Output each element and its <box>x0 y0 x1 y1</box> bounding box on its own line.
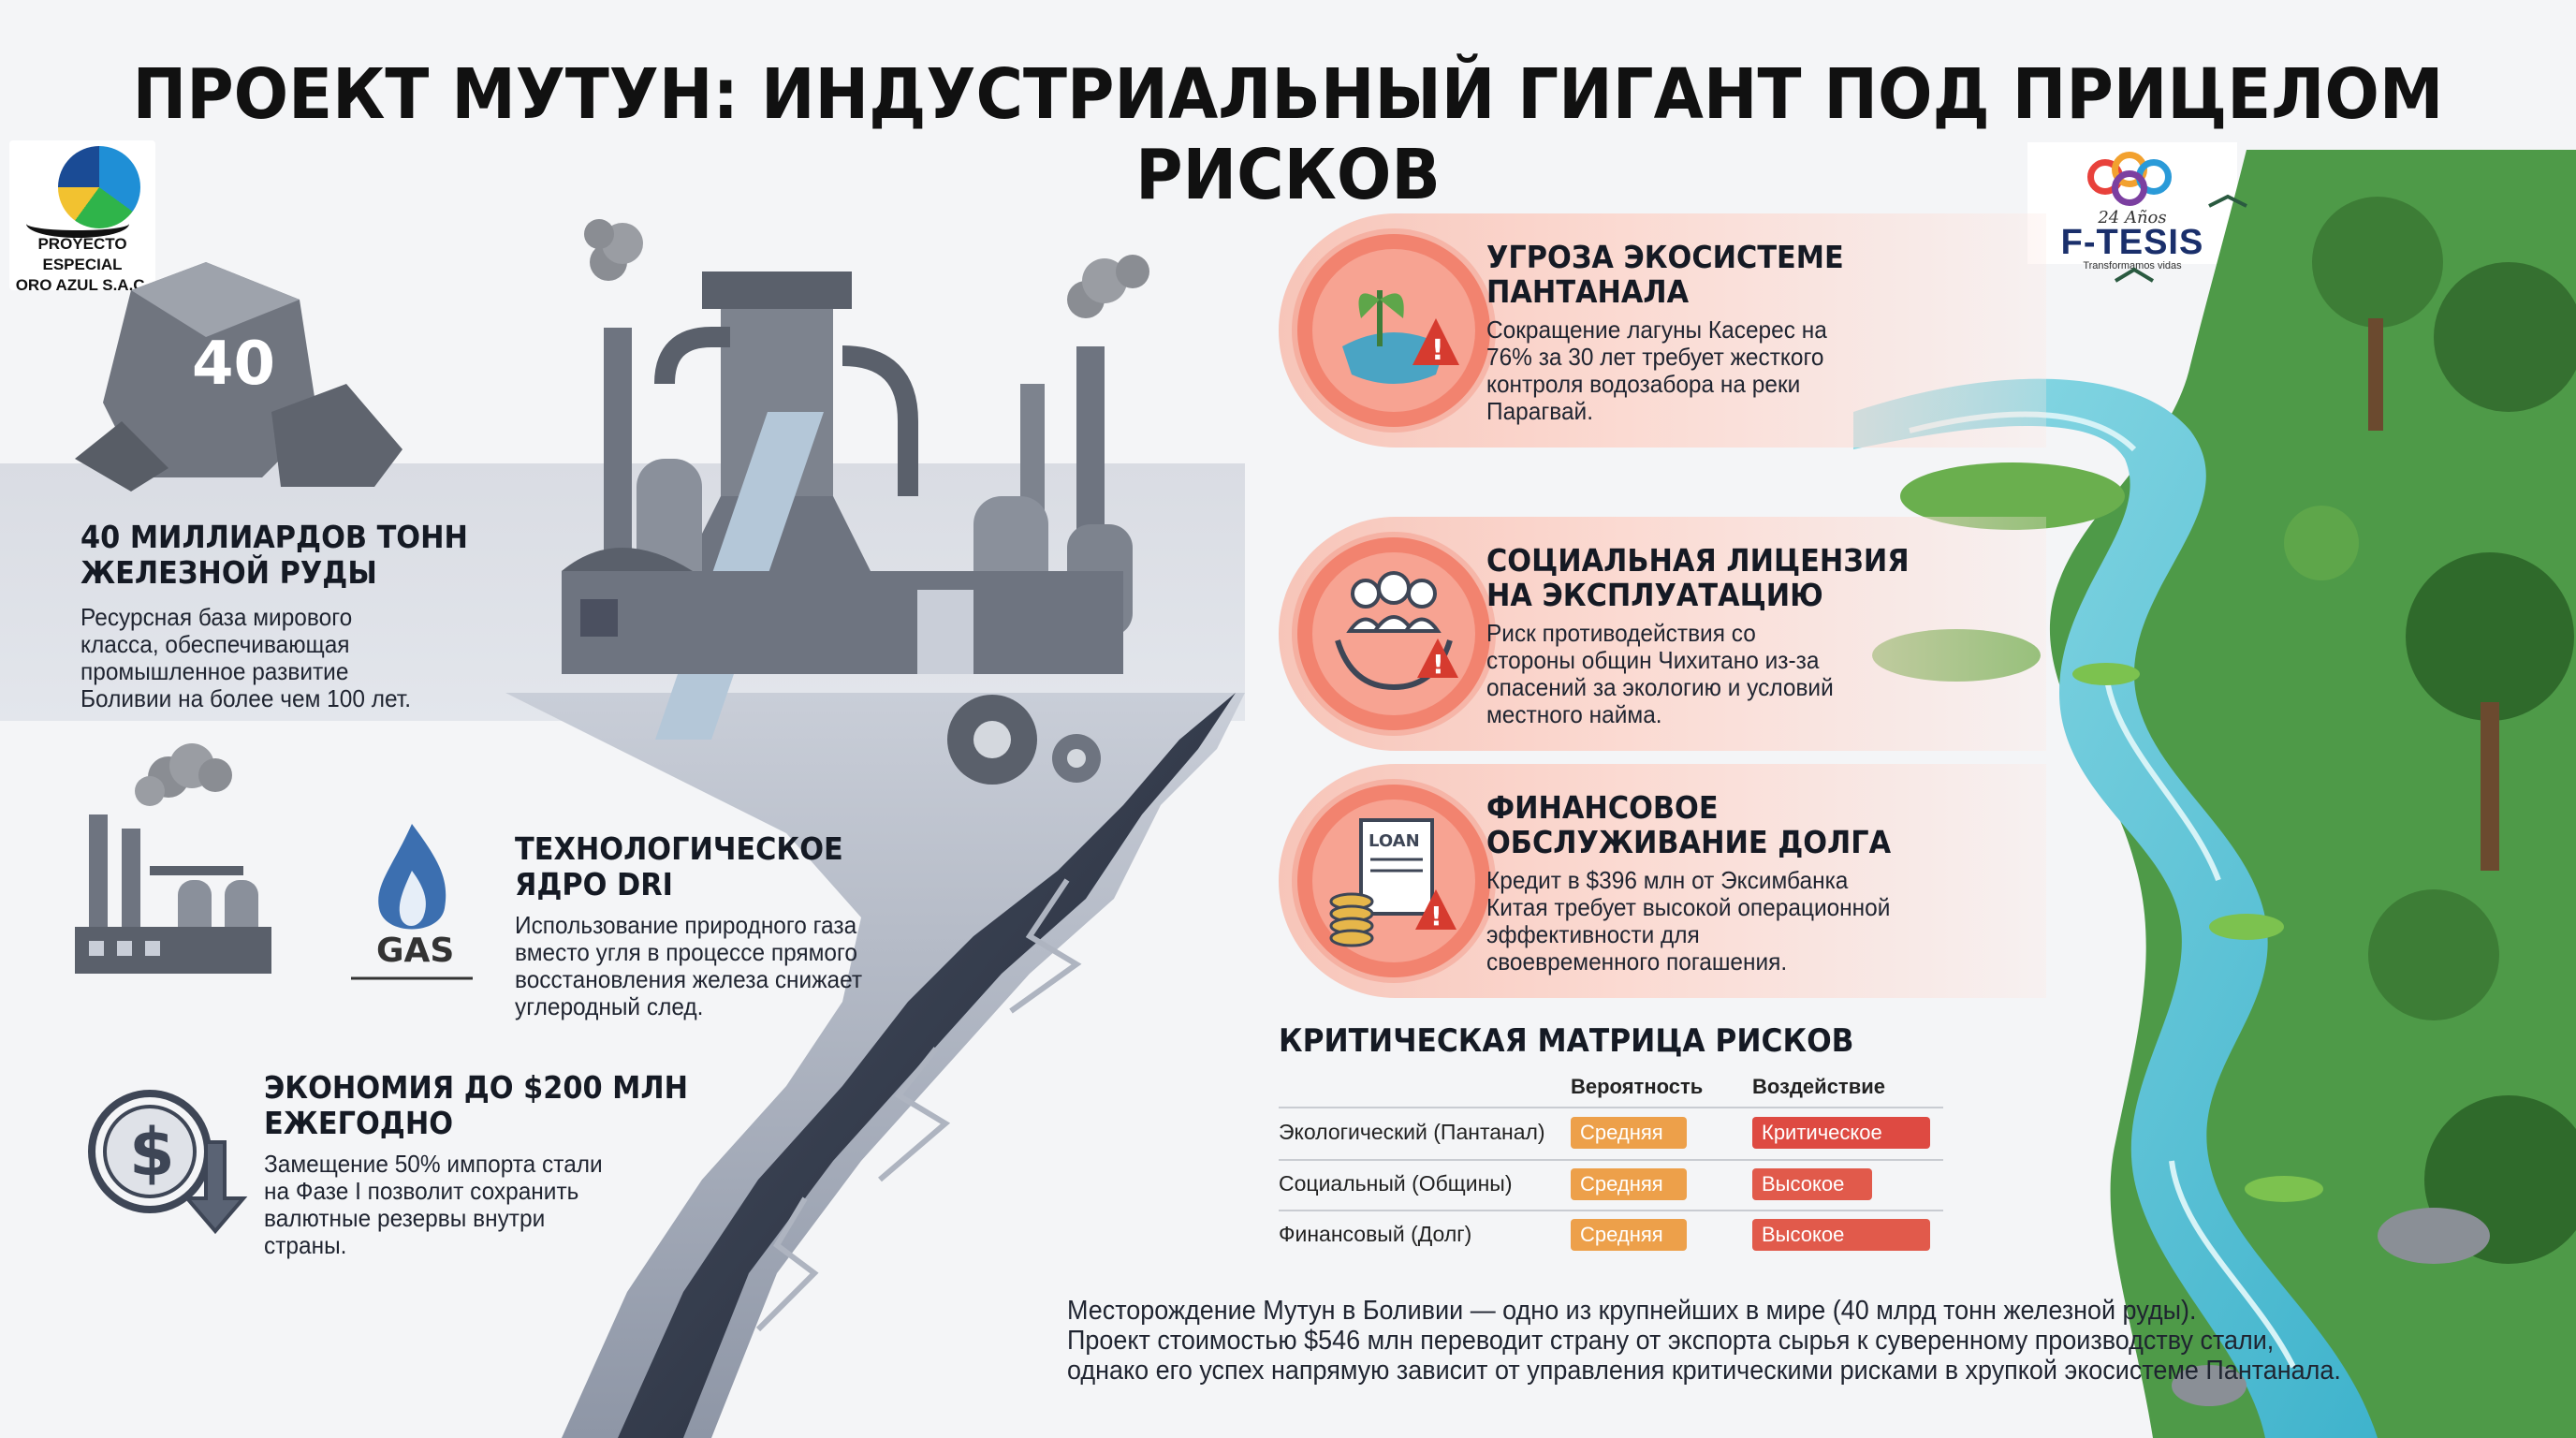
logo-left-line2: ORO AZUL S.A.C. <box>15 276 150 294</box>
loan-label: LOAN <box>1368 831 1420 851</box>
risk-card-financial: LOAN ! ФИНАНСОВОЕ ОБСЛУЖИВАНИЕ ДОЛГА Кре… <box>1279 764 2046 998</box>
risk-social-title-1: СОЦИАЛЬНАЯ ЛИЦЕНЗИЯ <box>1486 542 1910 579</box>
ore-body-3: промышленное развитие <box>80 657 349 685</box>
risk-card-ecosystem: ! УГРОЗА ЭКОСИСТЕМЕ ПАНТАНАЛА Сокращение… <box>1279 213 2046 448</box>
matrix-probability-pill: Средняя <box>1571 1219 1687 1251</box>
risk-social-body-4: местного найма. <box>1486 700 1662 728</box>
risk-financial-title-2: ОБСЛУЖИВАНИЕ ДОЛГА <box>1486 824 1892 860</box>
pantanal-landscape-illustration <box>1853 150 2576 1438</box>
summary-text: Месторождение Мутун в Боливии — одно из … <box>1067 1296 2341 1386</box>
svg-text:!: ! <box>1430 901 1442 932</box>
summary-line-3: однако его успех напрямую зависит от упр… <box>1067 1356 2341 1386</box>
ore-body-2: класса, обеспечивающая <box>80 630 350 658</box>
svg-text:!: ! <box>1432 649 1444 680</box>
matrix-row-label: Социальный (Общины) <box>1279 1171 1513 1196</box>
gas-label: GAS <box>376 932 455 970</box>
risk-ecosystem-title-2: ПАНТАНАЛА <box>1486 273 1690 310</box>
matrix-probability-pill: Средняя <box>1571 1168 1687 1200</box>
f-tesis-logo: 24 Años F-TESIS Transformamos vidas <box>2027 142 2237 271</box>
savings-body-4: страны. <box>264 1231 347 1259</box>
matrix-impact-pill: Высокое <box>1752 1219 1930 1251</box>
logo-left-line1: PROYECTO ESPECIAL <box>37 235 127 273</box>
ore-title-1: 40 МИЛЛИАРДОВ ТОНН <box>80 519 468 555</box>
ore-block: 40 МИЛЛИАРДОВ ТОНН ЖЕЛЕЗНОЙ РУДЫ Ресурсн… <box>80 520 502 712</box>
svg-text:$: $ <box>129 1114 175 1191</box>
loan-warning-icon: LOAN ! <box>1297 785 1490 977</box>
steel-plant-illustration <box>562 219 1149 785</box>
risk-ecosystem-title-1: УГРОЗА ЭКОСИСТЕМЕ <box>1486 239 1844 275</box>
logo-tagline: Transformamos vidas <box>2083 260 2182 271</box>
risk-social-body-2: стороны общин Чихитано из-за <box>1486 646 1820 674</box>
people-circle-icon <box>2087 152 2172 208</box>
ore-badge: 40 <box>192 330 275 399</box>
dri-body-4: углеродный след. <box>515 992 704 1020</box>
gas-flame-icon <box>351 824 473 980</box>
matrix-impact-pill: Высокое <box>1752 1168 1872 1200</box>
risk-social-body-3: опасений за экологию и условий <box>1486 673 1834 701</box>
matrix-probability-pill: Средняя <box>1571 1117 1687 1149</box>
logo-years: 24 Años <box>2098 208 2167 227</box>
dollar-down-icon: $ <box>88 1090 248 1235</box>
savings-block: ЭКОНОМИЯ ДО $200 МЛН ЕЖЕГОДНО Замещение … <box>264 1070 724 1259</box>
factory-icon <box>75 743 271 974</box>
risk-card-social: ! СОЦИАЛЬНАЯ ЛИЦЕНЗИЯ НА ЭКСПЛУАТАЦИЮ Ри… <box>1279 517 2046 751</box>
risk-financial-body-1: Кредит в $396 млн от Эксимбанка <box>1486 866 1849 894</box>
community-warning-icon: ! <box>1297 537 1490 730</box>
risk-ecosystem-body-4: Парагвай. <box>1486 397 1594 425</box>
page-title: ПРОЕКТ МУТУН: ИНДУСТРИАЛЬНЫЙ ГИГАНТ ПОД … <box>132 54 2444 215</box>
savings-title-2: ЕЖЕГОДНО <box>264 1105 454 1141</box>
risk-social-body-1: Риск противодействия со <box>1486 619 1756 647</box>
matrix-row-label: Экологический (Пантанал) <box>1279 1120 1545 1144</box>
wetland-warning-icon: ! <box>1297 234 1490 427</box>
risk-financial-title-1: ФИНАНСОВОЕ <box>1486 789 1719 826</box>
matrix-col-probability: Вероятность <box>1571 1075 1704 1098</box>
savings-body-1: Замещение 50% импорта стали <box>264 1150 603 1178</box>
risk-financial-body-2: Китая требует высокой операционной <box>1486 893 1891 921</box>
savings-title-1: ЭКОНОМИЯ ДО $200 МЛН <box>264 1069 689 1106</box>
risk-ecosystem-body-1: Сокращение лагуны Касерес на <box>1486 315 1827 344</box>
risk-ecosystem-body-3: контроля водозабора на реки <box>1486 370 1801 398</box>
matrix-impact-pill: Критическое <box>1752 1117 1930 1149</box>
dri-block: ТЕХНОЛОГИЧЕСКОЕ ЯДРО DRI Использование п… <box>515 831 885 1020</box>
risk-financial-body-4: своевременного погашения. <box>1486 947 1788 976</box>
risk-financial-body-3: эффективности для <box>1486 920 1700 948</box>
risk-social-title-2: НА ЭКСПЛУАТАЦИЮ <box>1486 577 1823 613</box>
risk-matrix-title: КРИТИЧЕСКАЯ МАТРИЦА РИСКОВ <box>1279 1022 1854 1060</box>
matrix-row-label: Финансовый (Долг) <box>1279 1222 1472 1246</box>
ore-body-4: Боливии на более чем 100 лет. <box>80 684 412 712</box>
ore-rocks-illustration: 40 <box>75 262 402 492</box>
summary-line-1: Месторождение Мутун в Боливии — одно из … <box>1067 1296 2197 1326</box>
savings-body-3: валютные резервы внутри <box>264 1204 546 1232</box>
dri-body-3: восстановления железа снижает <box>515 965 863 993</box>
ore-body-1: Ресурсная база мирового <box>80 603 353 631</box>
cliff-illustration <box>505 693 1245 1438</box>
svg-text:!: ! <box>1431 334 1444 367</box>
dri-title-1: ТЕХНОЛОГИЧЕСКОЕ <box>515 830 843 867</box>
savings-body-2: на Фазе I позволит сохранить <box>264 1177 579 1205</box>
matrix-col-impact: Воздействие <box>1752 1075 1885 1098</box>
summary-line-2: Проект стоимостью $546 млн переводит стр… <box>1067 1326 2275 1356</box>
ore-title-2: ЖЕЛЕЗНОЙ РУДЫ <box>80 554 377 591</box>
oro-azul-logo: PROYECTO ESPECIAL ORO AZUL S.A.C. <box>9 140 155 294</box>
dri-title-2: ЯДРО DRI <box>515 866 673 902</box>
dri-body-2: вместо угля в процессе прямого <box>515 938 857 966</box>
dri-body-1: Использование природного газа <box>515 911 857 939</box>
logo-brand: F-TESIS <box>2060 223 2204 262</box>
risk-ecosystem-body-2: 76% за 30 лет требует жесткого <box>1486 343 1824 371</box>
